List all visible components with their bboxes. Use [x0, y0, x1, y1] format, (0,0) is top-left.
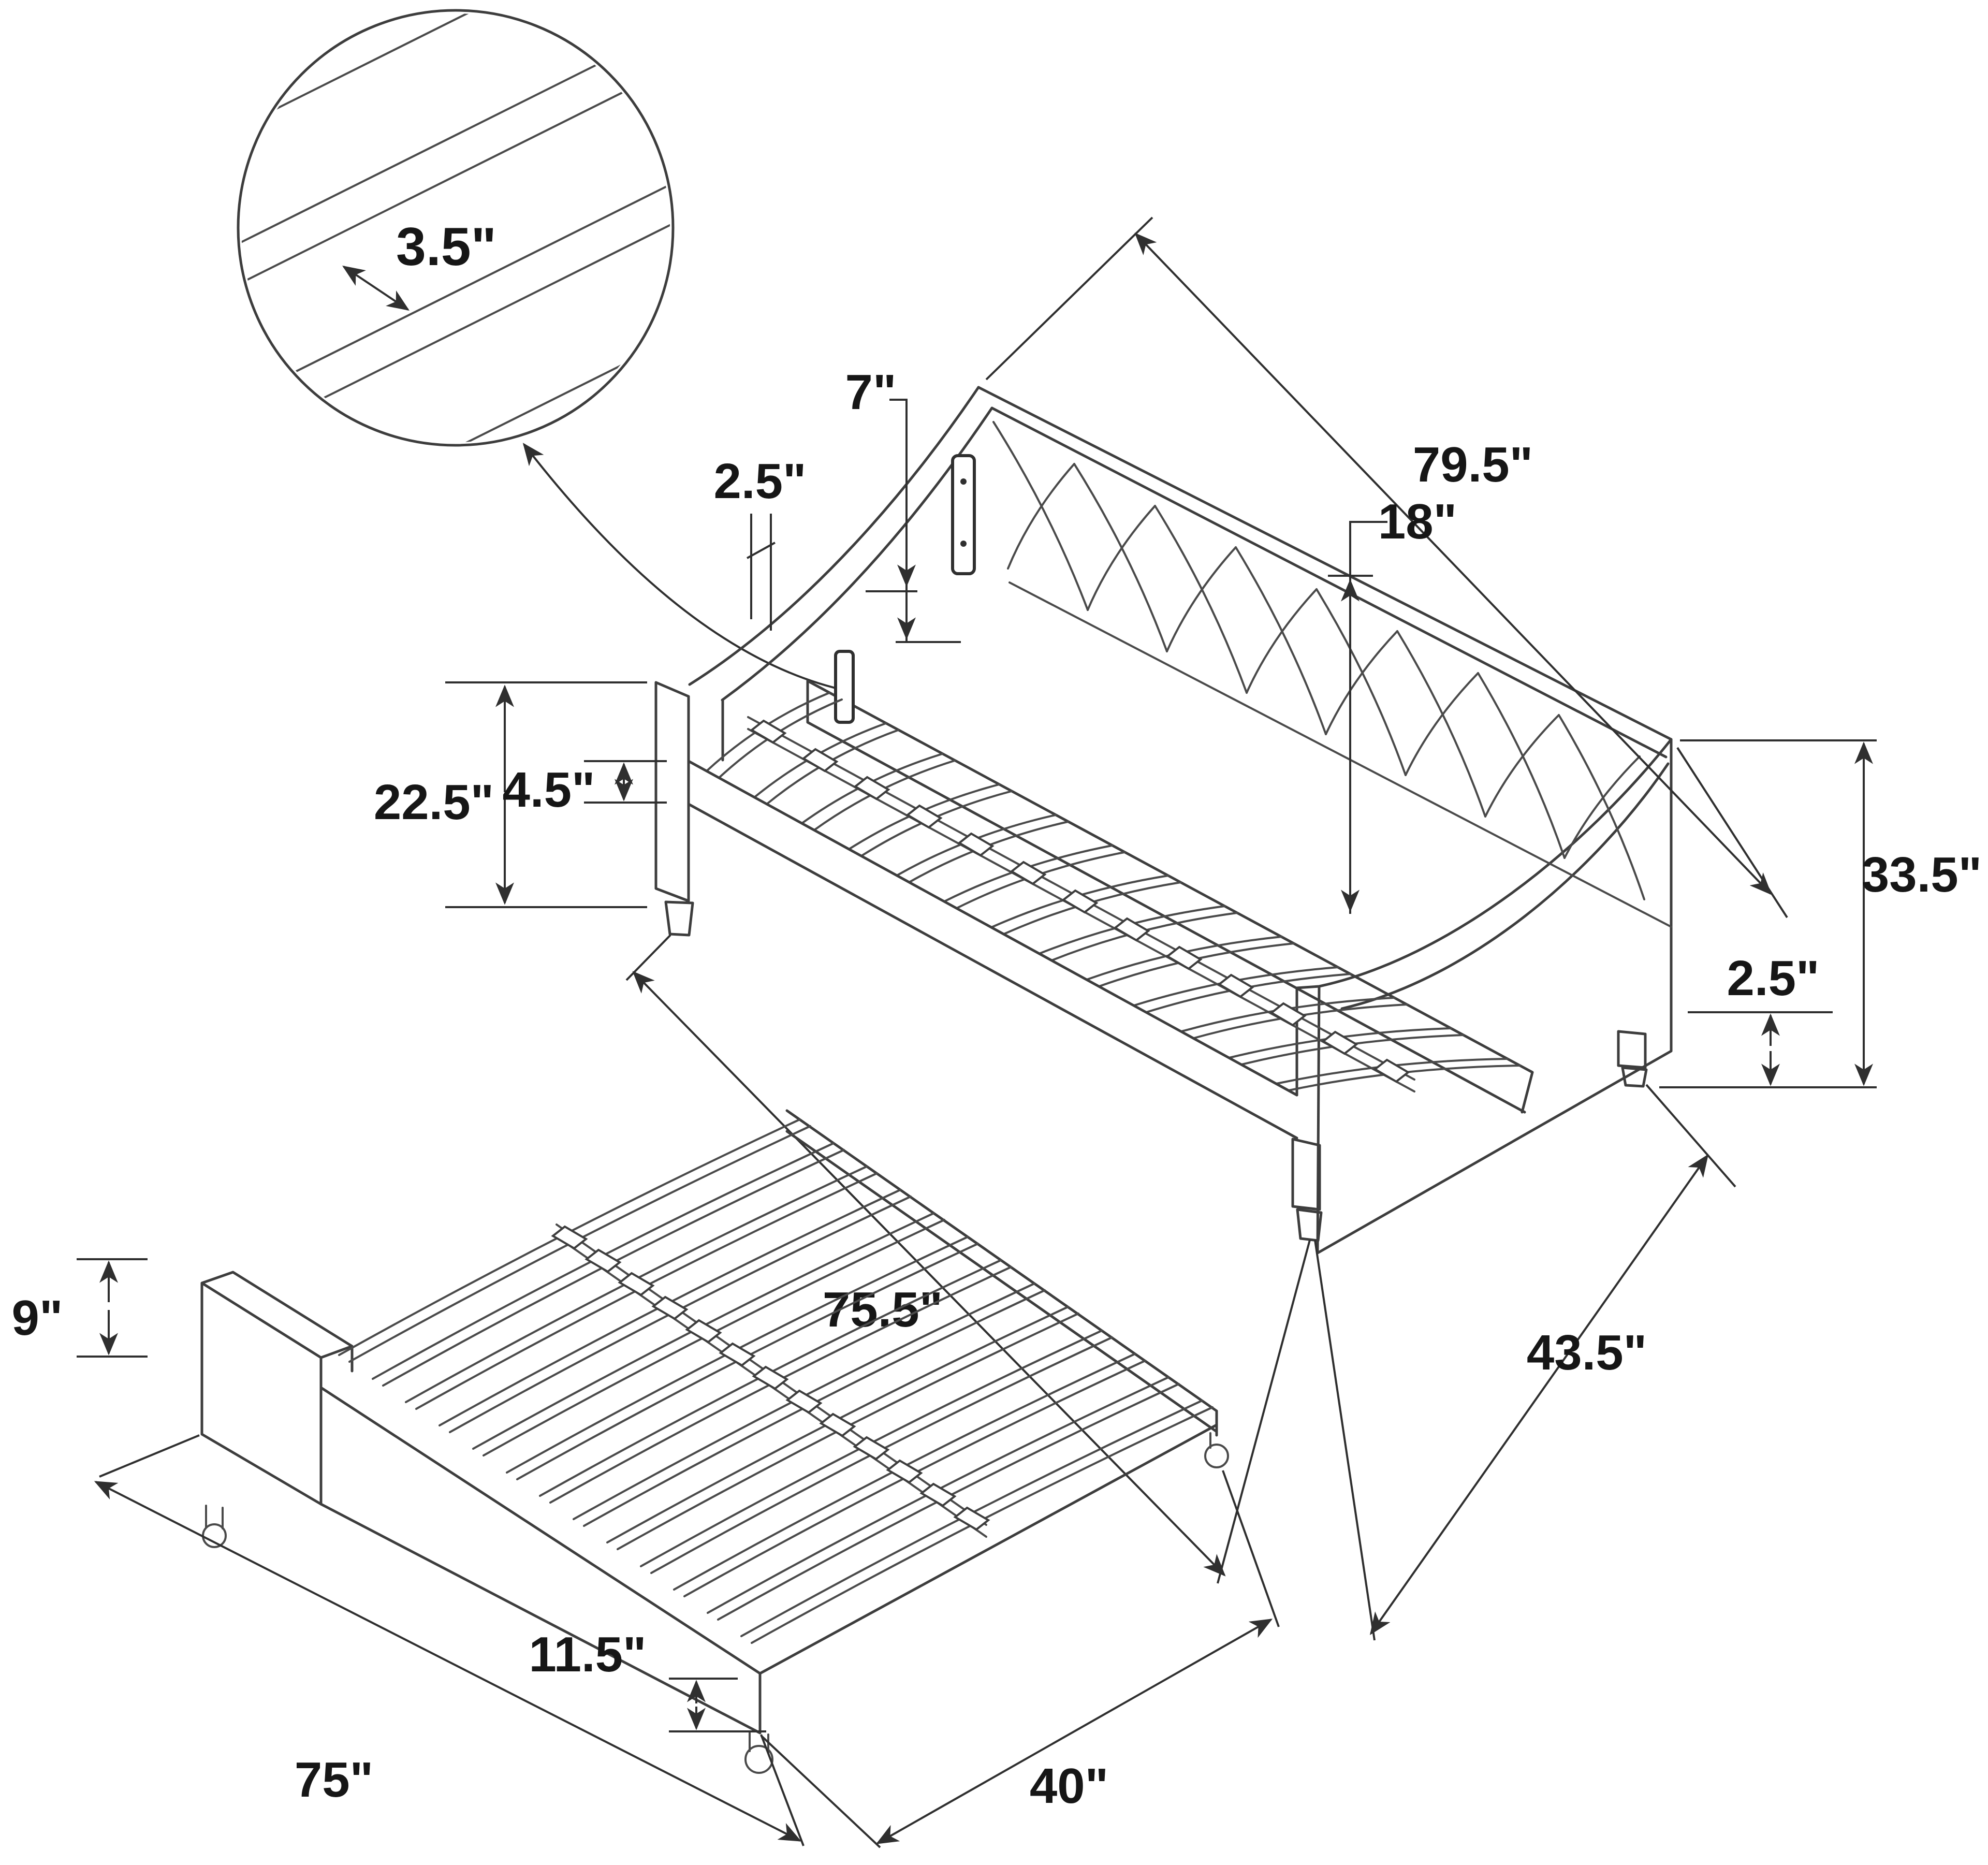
bed-slats — [706, 692, 1521, 1092]
front-right-leg — [1291, 1138, 1323, 1242]
trundle-end-height-label: 9" — [12, 1290, 63, 1346]
trundle-drawing — [200, 1109, 1229, 1774]
leg-height-label: 2.5" — [1727, 951, 1820, 1006]
slat-spacing-arrow — [342, 265, 410, 311]
trundle-length-label: 75" — [295, 1752, 373, 1808]
dim-trundle-length: 75" — [94, 1434, 805, 1846]
detail-leader-line — [522, 443, 850, 692]
dim-back-height: 18" — [1328, 494, 1457, 914]
dim-overall-depth: 43.5" — [1314, 1084, 1736, 1641]
detail-slat-lines — [241, 13, 670, 442]
detail-circle — [237, 9, 675, 447]
dim-trundle-width: 40" — [760, 1470, 1280, 1848]
front-rail — [687, 760, 1298, 1140]
back-top-edge — [977, 386, 1673, 759]
trundle-slats — [338, 1118, 1214, 1644]
dim-trundle-corner-height: 11.5" — [529, 1627, 766, 1732]
arm-edge-thickness-label: 2.5" — [714, 454, 807, 509]
back-height-label: 18" — [1378, 494, 1457, 549]
trundle-slat-connectors — [551, 1225, 990, 1531]
left-arm-post — [654, 681, 690, 902]
left-front-foot — [664, 900, 694, 937]
dim-overall-length: 79.5" — [985, 216, 1788, 919]
slat-detail-callout: 3.5" — [237, 9, 850, 692]
trundle-width-label: 40" — [1030, 1758, 1108, 1814]
dim-side-rail-height: 4.5" — [503, 760, 667, 818]
trundle-end-board — [200, 1271, 354, 1506]
bracket-screw-bottom — [960, 541, 967, 547]
slat-spacing-label: 3.5" — [396, 217, 496, 277]
left-bracket-pin — [834, 650, 855, 724]
bracket-screw-top — [960, 478, 967, 485]
bed-slat-connectors — [750, 719, 1410, 1083]
dim-leg-height: 2.5" — [1688, 951, 1833, 1086]
left-arm-swoop — [688, 386, 993, 762]
dim-trundle-end-height: 9" — [12, 1258, 148, 1358]
trundle-rear-rail — [758, 1109, 1218, 1675]
right-rear-leg — [1617, 1030, 1648, 1088]
right-arm-side — [1295, 738, 1673, 1255]
overall-length-label: 79.5" — [1413, 437, 1533, 492]
dim-arm-height: 22.5" — [374, 681, 647, 908]
overall-depth-label: 43.5" — [1527, 1325, 1647, 1380]
dim-back-drop: 7" — [845, 365, 961, 643]
daybed-drawing — [654, 386, 1673, 1255]
rear-rail — [806, 679, 1534, 1114]
dim-arm-edge-thickness: 2.5" — [714, 454, 807, 631]
dim-overall-height: 33.5" — [1659, 739, 1982, 1088]
rear-bracket-plate — [951, 454, 976, 575]
trundle-corner-height-label: 11.5" — [529, 1627, 646, 1682]
back-drop-label: 7" — [845, 365, 897, 420]
side-rail-height-label: 4.5" — [503, 762, 595, 818]
back-bottom-edge — [1008, 581, 1672, 928]
overall-height-label: 33.5" — [1862, 847, 1982, 902]
arm-height-label: 22.5" — [374, 775, 494, 830]
